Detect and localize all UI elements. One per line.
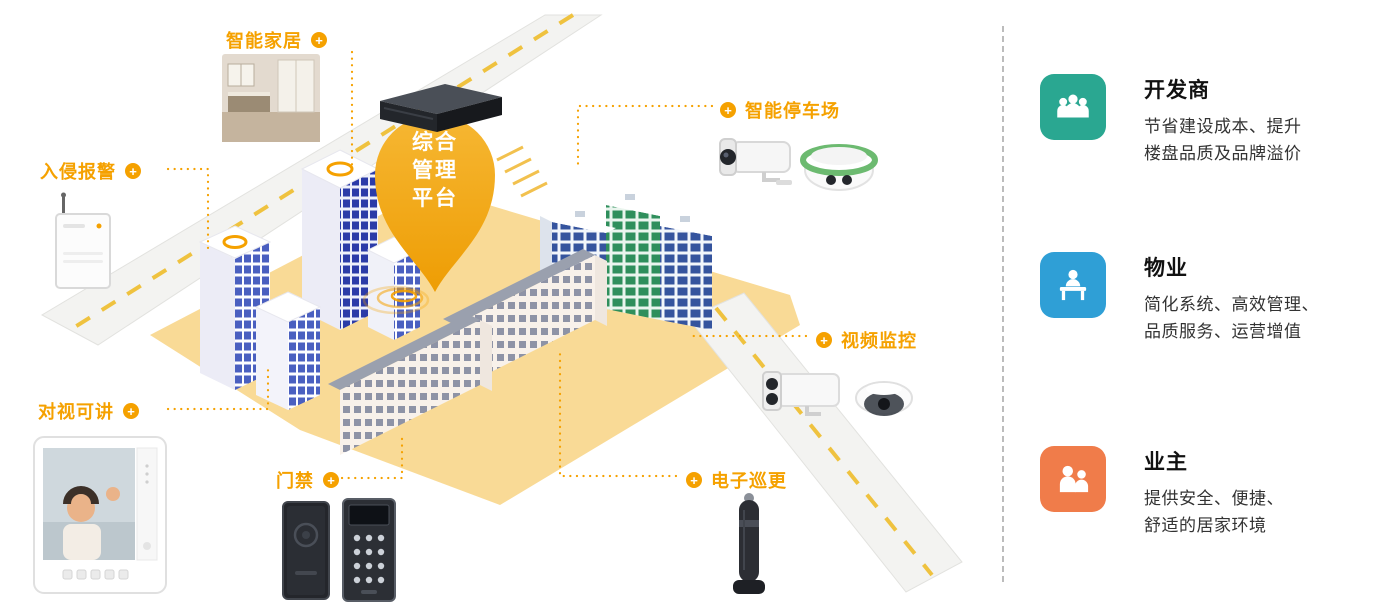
callout-label: 视频监控 bbox=[841, 331, 917, 351]
access-control-keypad bbox=[342, 498, 396, 607]
plus-icon: + bbox=[323, 472, 339, 488]
parking-bullet-camera bbox=[712, 130, 798, 199]
callout-video-surveillance: + 视频监控 bbox=[816, 327, 917, 353]
benefit-title: 开发商 bbox=[1144, 79, 1210, 102]
pin-label: 综合 管理 平台 bbox=[393, 129, 477, 213]
benefit-title: 物业 bbox=[1144, 257, 1188, 280]
management-platform-pin bbox=[375, 114, 496, 292]
dashed-divider bbox=[1002, 26, 1004, 582]
callout-access-control: 门禁 + bbox=[276, 467, 339, 493]
surveillance-bullet-camera bbox=[757, 364, 847, 429]
pin-label-line: 平台 bbox=[412, 187, 458, 210]
server-device bbox=[380, 84, 502, 132]
benefit-title: 业主 bbox=[1144, 451, 1188, 474]
callout-intrusion-alarm: 入侵报警 + bbox=[40, 158, 141, 184]
benefit-desc-line: 舒适的居家环境 bbox=[1144, 516, 1267, 535]
pin-label-line: 综合 bbox=[412, 131, 458, 154]
callout-smart-parking: + 智能停车场 bbox=[720, 97, 840, 123]
benefit-desc: 简化系统、高效管理、 品质服务、运营增值 bbox=[1144, 291, 1319, 345]
video-intercom-monitor bbox=[33, 436, 167, 599]
benefit-text: 物业 简化系统、高效管理、 品质服务、运营增值 bbox=[1144, 252, 1319, 345]
intrusion-alarm-panel bbox=[50, 192, 116, 297]
benefit-desc: 节省建设成本、提升 楼盘品质及品牌溢价 bbox=[1144, 113, 1302, 167]
connector-lines bbox=[166, 50, 808, 480]
residential-towers bbox=[198, 149, 422, 410]
benefit-owner: 业主 提供安全、便捷、 舒适的居家环境 bbox=[1040, 446, 1385, 539]
plus-icon: + bbox=[123, 403, 139, 419]
pin-label-line: 管理 bbox=[412, 159, 458, 182]
apartment-rows bbox=[328, 249, 607, 455]
city-illustration bbox=[40, 13, 963, 593]
person-desk-icon bbox=[1040, 252, 1106, 318]
benefit-property: 物业 简化系统、高效管理、 品质服务、运营增值 bbox=[1040, 252, 1385, 345]
plus-icon: + bbox=[311, 32, 327, 48]
benefit-developer: 开发商 节省建设成本、提升 楼盘品质及品牌溢价 bbox=[1040, 74, 1385, 167]
parking-space-detector bbox=[795, 136, 883, 203]
benefit-desc-line: 品质服务、运营增值 bbox=[1144, 322, 1302, 341]
callout-label: 对视可讲 bbox=[38, 402, 114, 422]
benefit-desc: 提供安全、便捷、 舒适的居家环境 bbox=[1144, 485, 1284, 539]
callout-label: 电子巡更 bbox=[711, 471, 787, 491]
surveillance-dome-camera bbox=[852, 376, 916, 431]
plus-icon: + bbox=[720, 102, 736, 118]
access-control-reader bbox=[282, 501, 330, 605]
benefit-text: 开发商 节省建设成本、提升 楼盘品质及品牌溢价 bbox=[1144, 74, 1302, 167]
benefit-desc-line: 节省建设成本、提升 bbox=[1144, 117, 1302, 136]
callout-smart-home: 智能家居 + bbox=[226, 27, 327, 53]
callout-label: 入侵报警 bbox=[40, 162, 116, 182]
callout-label: 门禁 bbox=[276, 471, 314, 491]
two-people-icon bbox=[1040, 446, 1106, 512]
benefit-text: 业主 提供安全、便捷、 舒适的居家环境 bbox=[1144, 446, 1284, 539]
people-group-icon bbox=[1040, 74, 1106, 140]
parking-markings bbox=[496, 145, 548, 198]
plus-icon: + bbox=[125, 163, 141, 179]
patrol-reader-device bbox=[724, 490, 774, 605]
benefit-desc-line: 楼盘品质及品牌溢价 bbox=[1144, 144, 1302, 163]
wifi-ripples bbox=[362, 285, 430, 315]
benefit-desc-line: 提供安全、便捷、 bbox=[1144, 489, 1284, 508]
callout-label: 智能停车场 bbox=[745, 101, 840, 121]
plus-icon: + bbox=[686, 472, 702, 488]
callout-video-intercom: 对视可讲 + bbox=[38, 398, 139, 424]
callout-electronic-patrol: + 电子巡更 bbox=[686, 467, 787, 493]
callout-label: 智能家居 bbox=[226, 31, 302, 51]
smart-home-photo bbox=[222, 54, 320, 147]
benefit-desc-line: 简化系统、高效管理、 bbox=[1144, 295, 1319, 314]
plus-icon: + bbox=[816, 332, 832, 348]
